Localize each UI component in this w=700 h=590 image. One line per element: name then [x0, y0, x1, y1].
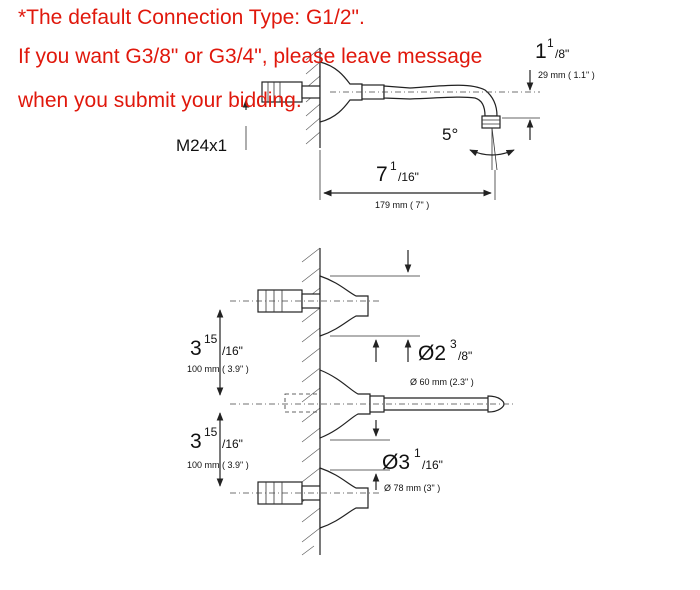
length-frac-num: 1: [390, 159, 397, 173]
spacing2-frac-den: /16": [222, 437, 243, 451]
spacing2-metric: 100 mm ( 3.9" ): [187, 460, 249, 470]
side-escutcheon: [319, 61, 363, 123]
dia2-frac-num: 1: [414, 446, 421, 460]
side-spout: [361, 84, 501, 129]
dia2-metric: Ø 78 mm (3" ): [384, 483, 440, 493]
dia2-frac-den: /16": [422, 458, 443, 472]
dia1-metric: Ø 60 mm (2.3" ): [410, 377, 474, 387]
side-connector: [261, 81, 321, 103]
spacing1-metric: 100 mm ( 3.9" ): [187, 364, 249, 374]
offset-frac-den: /8": [555, 47, 569, 61]
connection-type-notice: *The default Connection Type: G1/2".: [18, 6, 365, 29]
length-whole: 7: [376, 163, 388, 186]
dia1-frac-num: 3: [450, 337, 457, 351]
bottom-valve: [257, 467, 369, 529]
length-metric: 179 mm ( 7" ): [375, 200, 429, 210]
length-frac-den: /16": [398, 170, 419, 184]
spacing2-frac-num: 15: [204, 425, 218, 439]
dia1-frac-den: /8": [458, 349, 472, 363]
spacing2-whole: 3: [190, 430, 202, 453]
dia1-whole: Ø2: [418, 342, 446, 365]
top-valve: [257, 275, 369, 337]
thread-label: M24x1: [176, 136, 227, 155]
offset-metric: 29 mm ( 1.1" ): [538, 70, 595, 80]
side-view: 1 1 /8" 29 mm ( 1.1" ) M24x1 5° 7 1 /16"…: [176, 36, 595, 210]
bidding-message-notice: when you submit your bidding.: [18, 89, 302, 112]
offset-frac-num: 1: [547, 36, 554, 50]
angle-label: 5°: [442, 125, 458, 144]
front-view: 3 15 /16" 100 mm ( 3.9" ) 3 15 /16" 100 …: [187, 247, 515, 556]
spacing1-frac-num: 15: [204, 332, 218, 346]
alternative-connection-notice: If you want G3/8" or G3/4", please leave…: [18, 45, 483, 68]
spacing1-frac-den: /16": [222, 344, 243, 358]
dia2-whole: Ø3: [382, 451, 410, 474]
offset-whole: 1: [535, 40, 547, 63]
spacing1-whole: 3: [190, 337, 202, 360]
